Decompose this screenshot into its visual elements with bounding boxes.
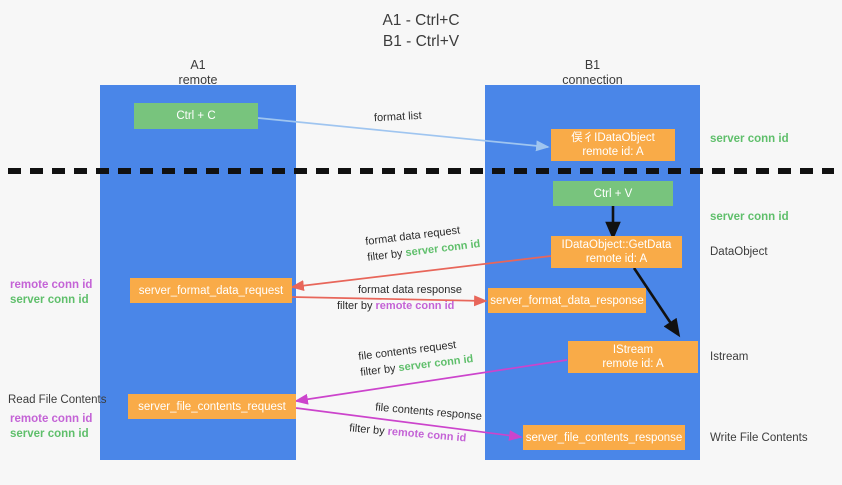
node-idataobject[interactable]: 俣彳IDataObject remote id: A <box>551 129 675 161</box>
arrow-format-data-response <box>291 295 488 307</box>
node-server-format-data-response[interactable]: server_format_data_response <box>488 288 646 313</box>
edge-format-list-line1: format list <box>373 109 422 125</box>
node-server-file-contents-response-label: server_file_contents_response <box>525 431 683 444</box>
node-server-file-contents-request-label: server_file_contents_request <box>138 400 286 413</box>
node-idataobject-label: 俣彳IDataObject <box>571 132 655 144</box>
column-a1-sub: remote <box>178 72 218 87</box>
node-ctrl-c[interactable]: Ctrl + C <box>134 103 258 129</box>
node-server-file-contents-response[interactable]: server_file_contents_response <box>523 425 685 450</box>
arrow-file-contents-response <box>295 407 523 441</box>
annotation-right-istream: Istream <box>710 351 749 363</box>
node-istream[interactable]: IStream remote id: A <box>568 341 698 373</box>
node-server-file-contents-request[interactable]: server_file_contents_request <box>128 394 296 419</box>
node-server-format-data-request-label: server_format_data_request <box>138 284 284 297</box>
edge-fmt-data-res-line1: format data response <box>358 284 462 296</box>
node-server-format-data-request[interactable]: server_format_data_request <box>130 278 292 303</box>
annotation-left-conn-ids-1: remote conn id server conn id <box>10 278 92 308</box>
annotation-left-server-conn-id-2: server conn id <box>10 428 89 440</box>
arrow-getdata-to-istream <box>632 267 681 338</box>
node-idataobject-getdata-remote-id: remote id: A <box>585 253 648 265</box>
edge-fmt-data-res-line2: filter by remote conn id <box>337 299 462 315</box>
edge-label-format-list: format list <box>374 109 422 127</box>
node-ctrl-c-label: Ctrl + C <box>176 110 216 122</box>
edge-file-cont-req-prefix: filter by <box>359 361 400 379</box>
node-idataobject-getdata-label: IDataObject::GetData <box>561 239 672 251</box>
node-ctrl-v[interactable]: Ctrl + V <box>553 181 673 206</box>
annotation-right-write-file-contents: Write File Contents <box>710 432 808 444</box>
title-line-1: A1 - Ctrl+C <box>382 12 460 29</box>
node-server-format-data-response-label: server_format_data_response <box>490 294 644 307</box>
annotation-right-dataobject: DataObject <box>710 246 768 258</box>
node-istream-label: IStream <box>612 344 654 356</box>
annotation-left-read-file-contents: Read File Contents <box>8 394 107 406</box>
edge-fmt-data-res-prefix: filter by <box>337 299 376 312</box>
annotation-right-server-conn-id-1: server conn id <box>710 133 789 145</box>
node-istream-remote-id: remote id: A <box>602 358 664 370</box>
title-line-2: B1 - Ctrl+V <box>382 33 460 50</box>
edge-file-cont-res-prefix: filter by <box>348 421 389 438</box>
node-ctrl-v-label: Ctrl + V <box>593 187 633 200</box>
arrow-file-contents-request <box>294 359 568 405</box>
column-header-b1: B1 connection <box>485 58 700 87</box>
column-b1-name: B1 <box>584 58 601 72</box>
arrow-format-data-request <box>290 255 552 291</box>
edge-fmt-data-res-tag: remote conn id <box>375 299 455 312</box>
column-header-a1: A1 remote <box>100 58 296 87</box>
annotation-right-server-conn-id-2: server conn id <box>710 211 789 223</box>
node-idataobject-remote-id: remote id: A <box>582 146 644 158</box>
edge-fmt-data-req-prefix: filter by <box>366 246 407 264</box>
annotation-left-remote-conn-id-1: remote conn id <box>10 279 93 291</box>
node-idataobject-getdata[interactable]: IDataObject::GetData remote id: A <box>551 236 682 268</box>
edge-label-format-data-response: format data response filter by remote co… <box>337 283 462 314</box>
page-title: A1 - Ctrl+C B1 - Ctrl+V <box>0 10 842 52</box>
annotation-left-conn-ids-2: remote conn id server conn id <box>10 412 92 442</box>
annotation-left-server-conn-id-1: server conn id <box>10 294 89 306</box>
annotation-left-remote-conn-id-2: remote conn id <box>10 413 93 425</box>
column-b1-sub: connection <box>562 72 623 87</box>
arrow-format-list <box>257 117 550 152</box>
column-a1-name: A1 <box>190 58 206 72</box>
